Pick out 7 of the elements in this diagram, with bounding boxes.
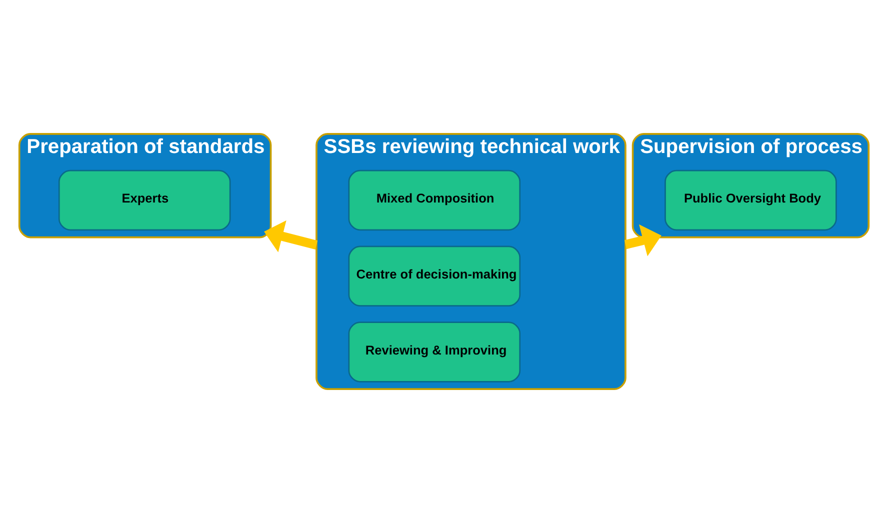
arrow [264, 220, 318, 252]
node-box: Public Oversight Body [664, 169, 837, 230]
node-box: Centre of decision-making [348, 245, 521, 306]
node-box: Experts [58, 169, 231, 230]
node-box: Mixed Composition [348, 169, 521, 230]
node-box: Reviewing & Improving [348, 321, 521, 382]
arrow [624, 224, 662, 256]
